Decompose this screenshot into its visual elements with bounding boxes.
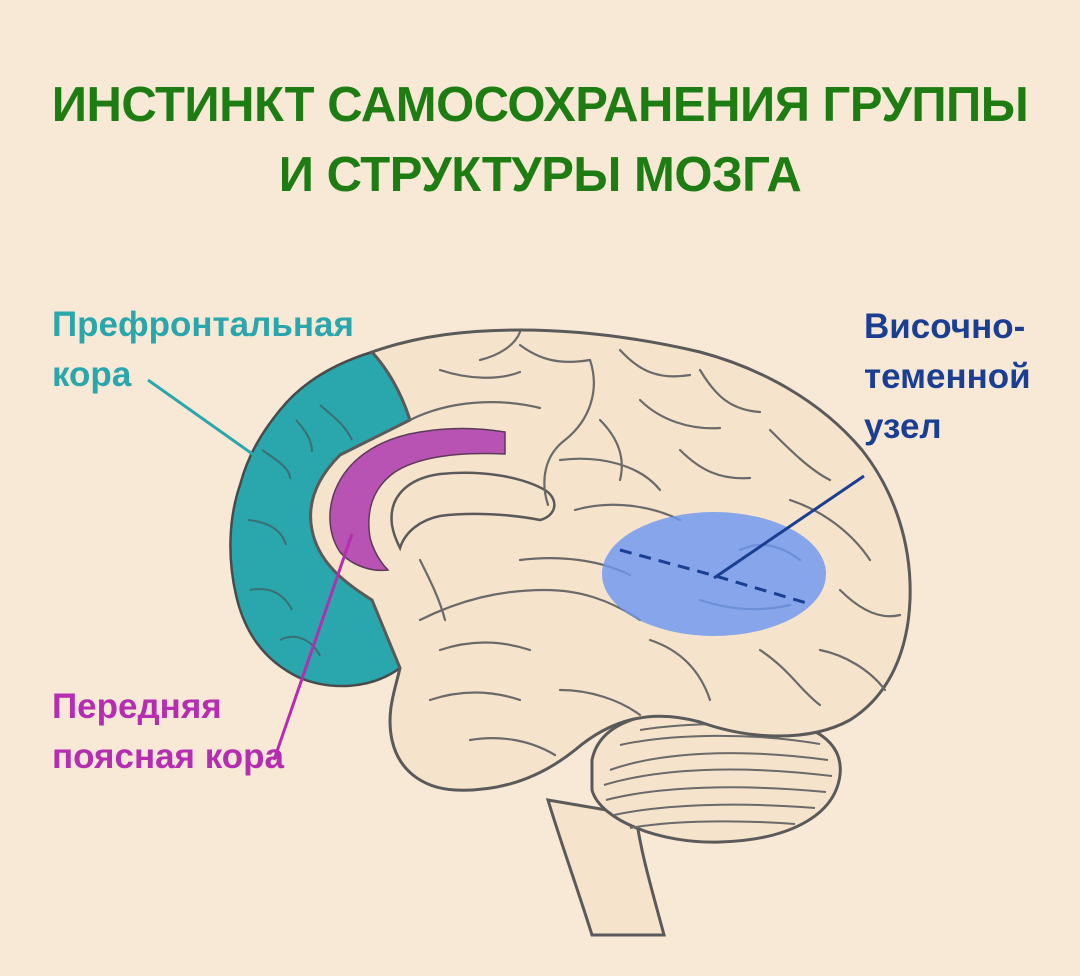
prefrontal-pointer-line [147,378,293,484]
brain-gyri [408,330,902,757]
temporoparietal-junction-region [602,512,826,636]
anterior-cingulate-region [329,427,506,572]
tpj-label-line-2: теменной [864,357,1031,396]
title-line-2: И СТРУКТУРЫ МОЗГА [278,148,802,202]
anterior-cingulate-label: Передняя поясная кора [52,682,284,782]
prefrontal-cortex-label: Префронтальная кора [52,300,354,400]
title-line-1: ИНСТИНКТ САМОСОХРАНЕНИЯ ГРУППЫ [51,78,1029,132]
tpj-dashed-line [619,548,811,606]
tpj-label-line-3: узел [864,407,942,446]
prefrontal-label-line-1: Префронтальная [52,305,354,344]
cingulate-label-line-2: поясная кора [52,737,284,776]
tpj-pointer-line [713,474,865,580]
cingulate-label-line-1: Передняя [52,687,222,726]
tpj-label: Височно- теменной узел [864,302,1031,452]
tpj-label-line-1: Височно- [864,307,1026,346]
page-title: ИНСТИНКТ САМОСОХРАНЕНИЯ ГРУППЫ И СТРУКТУ… [0,70,1080,210]
brain-stem [545,798,666,937]
prefrontal-label-line-2: кора [52,355,132,394]
cingulate-pointer-line [272,533,354,761]
corpus-callosum [390,471,556,552]
